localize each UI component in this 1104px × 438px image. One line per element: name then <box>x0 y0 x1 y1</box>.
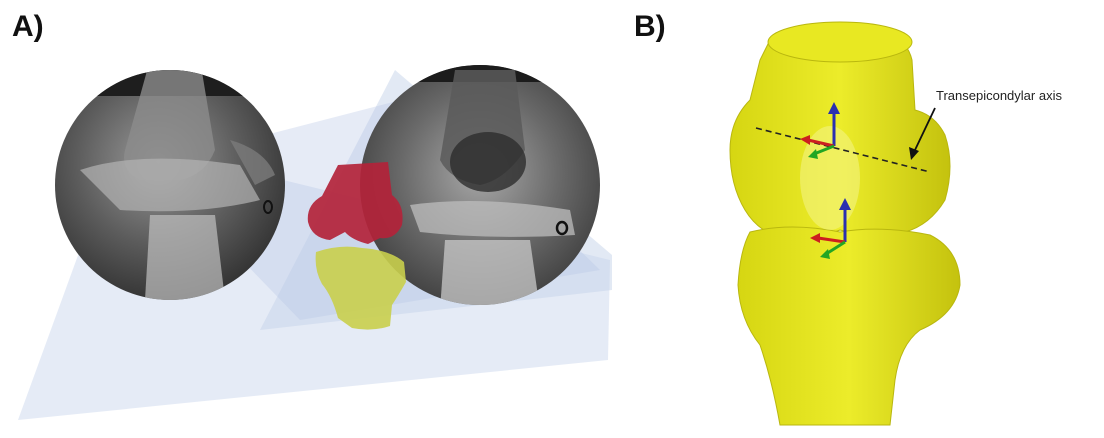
tibia-model-yellow <box>738 227 960 425</box>
annotation-label: Transepicondylar axis <box>936 88 1062 103</box>
femur-cut-surface <box>768 22 912 62</box>
panel-b: Transepicondylar axis <box>730 22 1062 425</box>
panel-a <box>18 60 612 420</box>
